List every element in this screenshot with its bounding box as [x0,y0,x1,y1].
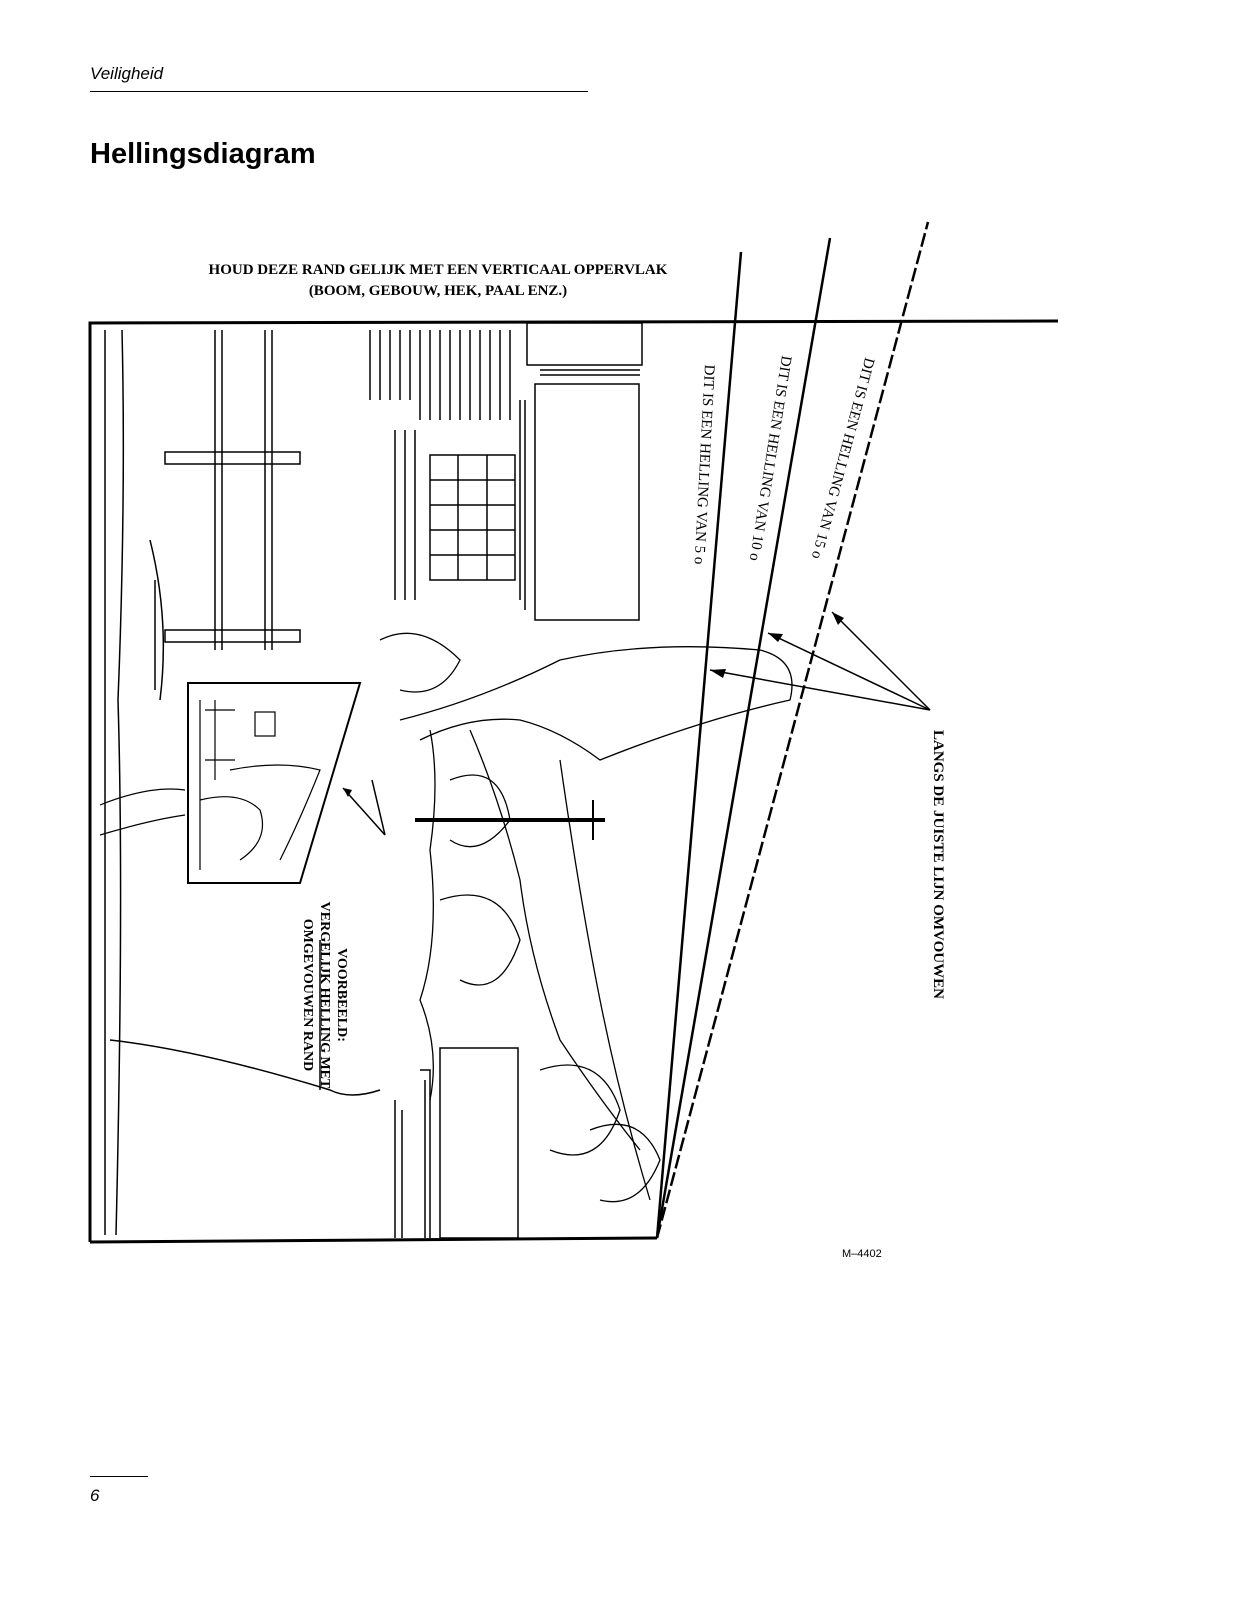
header-section: Veiligheid [90,64,164,83]
diagram-frame [88,319,1059,1242]
arrow-heads [710,612,844,678]
slope-line-5 [655,251,743,1239]
footer-rule [90,1476,148,1477]
diagram-bottom-edge [89,1236,658,1244]
header-rule [90,91,588,92]
tree-illustration [379,632,793,1203]
edge-instruction-line1: HOUD DEZE RAND GELIJK MET EEN VERTICAAL … [208,262,668,278]
example-line-3: OMGEVOUWEN RAND [300,918,315,1072]
slope-line-10 [655,237,832,1239]
slope-line-15 [655,221,930,1239]
reference-code: M–4402 [842,1248,882,1260]
shed-illustration [109,940,519,1239]
example-line-1: VOORBEELD: [334,948,349,1042]
page-number: 6 [90,1486,100,1505]
fence-illustration [104,329,301,1236]
example-line-2: VERGELIJK HELLING MET [317,901,332,1089]
example-caption: VOORBEELD: VERGELIJK HELLING MET OMGEVOU… [299,870,350,1120]
page-title: Hellingsdiagram [90,138,316,170]
fold-instruction: LANGS DE JUISTE LIJN OMVOUWEN [930,730,946,999]
edge-instruction-line2: (BOOM, GEBOUW, HEK, PAAL ENZ.) [308,283,568,299]
example-inset-illustration [99,682,386,884]
fold-arrows [709,611,931,711]
house-illustration [369,322,643,621]
